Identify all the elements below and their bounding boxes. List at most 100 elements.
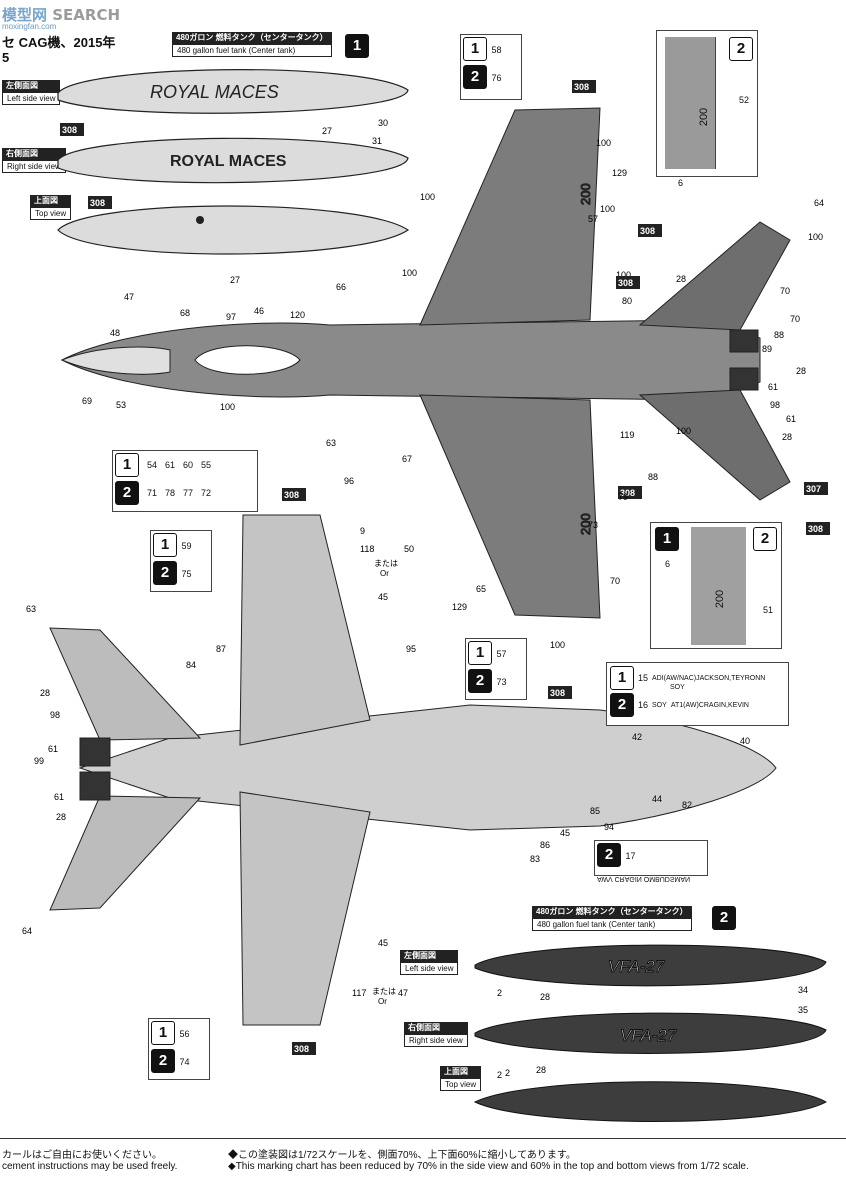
footer-left-en: cement instructions may be used freely. [2,1161,178,1172]
top-engine-nozzle-lower [729,367,759,391]
top-view-callout: 28 [676,274,686,284]
variant-1-marker: 1 [468,641,492,665]
tank1-right-marking: ROYAL MACES [170,153,287,170]
tank2-drawings: VFA-27 VFA-27 [473,944,828,1122]
watermark-url: moxingfan.com [2,22,57,31]
tank2-left-shape [474,944,827,987]
footer-right: ◆この塗装図は1/72スケールを、側面70%、上下面60%に縮小してあります。 … [228,1146,749,1172]
variant-2-marker: 2 [151,1049,175,1073]
top-view-callout: 67 [402,454,412,464]
inset-wing-marker-2: 2 [753,527,777,551]
variant-1-marker: 1 [463,37,487,61]
variant-table-cockpit: 1 54 61 60 55 2 71 78 77 72 [112,450,258,512]
top-view-badge-bg [806,522,830,535]
tank2-label-en: 480 gallon fuel tank (Center tank) [532,918,692,931]
bottom-view-callout: 61 [54,792,64,802]
watermark-brand: 模型网 SEARCH [2,4,120,25]
tank2-left-view-label: 左側面図 Left side view [400,950,459,975]
top-lower-stab [638,389,791,501]
variant-number: 56 [179,1029,190,1039]
top-view-callout: 129 [452,602,467,612]
top-view-callout: 70 [780,286,790,296]
names-marker-1: 1 [610,666,634,690]
footer-rule [0,1138,846,1139]
tank1-top-jp: 上面図 [30,195,72,207]
variant-1-marker: 1 [115,453,139,477]
top-view-callout: 100 [402,268,417,278]
bottom-view-callout: 28 [56,812,66,822]
inset-wing-marker-1: 1 [655,527,679,551]
tank1-callout: 308 [90,198,105,208]
callouts-layer: 3083083083027312722834235282587630861291… [22,44,830,1080]
tank1-left-jp: 左側面図 [2,80,61,92]
top-view-badge-bg [804,482,828,495]
bottom-view-callout: 63 [26,604,36,614]
bottom-view-callout: 84 [186,660,196,670]
top-view-callout: 129 [612,168,627,178]
bottom-view-callout: 118 [360,544,374,554]
variant-number: 76 [491,73,502,83]
top-view-callout: 65 [476,584,486,594]
top-view-callout: 119 [620,430,634,440]
bottom-view-callout: 98 [50,710,60,720]
names-callout-2: 16 [638,700,649,710]
bottom-view-callout: 47 [398,988,408,998]
variant-number: 59 [181,541,192,551]
tank1-left-marking: ROYAL MACES [150,82,279,102]
tank1-right-jp: 右側面図 [2,148,66,160]
top-view-badge-bg [572,80,596,93]
top-lower-wing [419,394,601,619]
bottom-view-callout: 87 [216,644,226,654]
tank2-left-marking: VFA-27 [608,957,665,976]
bottom-view-callout: 28 [40,688,50,698]
tank2-left-en: Left side view [400,962,459,975]
names-row1-line2: SOY [670,684,685,691]
top-view-callout: 88 [774,330,784,340]
variant-number: 71 [147,488,158,498]
variant-2-marker: 2 [468,669,492,693]
inset-tail-detail: 2 52 200 [656,30,758,177]
mirror-tag-text: AWV CRAGIN OMBUDSMAN [597,875,691,882]
footer-right-en: ◆This marking chart has been reduced by … [228,1161,749,1172]
variant-number: 60 [183,460,194,470]
tank1-header: 480ガロン 燃料タンク（センタータンク） 480 gallon fuel ta… [172,32,332,57]
top-view-callout: 61 [786,414,796,424]
top-view-callout: 80 [622,296,632,306]
top-modex-lower: 200 [578,513,593,535]
footer-right-jp: ◆この塗装図は1/72スケールを、側面70%、上下面60%に縮小してあります。 [228,1150,576,1161]
variant-number: 57 [496,649,507,659]
tank1-badge-bg [60,123,84,136]
variant-number: 72 [201,488,212,498]
names-row1-line1: ADI(AW/NAC)JACKSON,TEYRONN [652,674,766,682]
top-view-callout: 120 [290,310,305,320]
variant-table-tail-top: 1 58 2 76 [460,34,522,100]
inset-tail-number: 200 [698,107,711,127]
inset-tail-callout: 52 [738,95,749,105]
top-view-callout: 100 [596,138,611,148]
top-view-callout: 100 [808,232,823,242]
top-view-callout: 46 [254,306,264,316]
top-view-callout: 100 [420,192,435,202]
bottom-view-badge-bg [282,488,306,501]
bottom-view-callout: 83 [530,854,540,864]
tank2-header: 480ガロン 燃料タンク（センタータンク） 480 gallon fuel ta… [532,906,692,931]
variant-number: 55 [201,460,212,470]
variant-1-badge: 1 [345,34,369,58]
mirror-tag-callout: 17 [625,851,636,861]
bottom-view-callout: 94 [604,822,614,832]
tank1-right-shape [57,137,409,184]
top-view-callout: 63 [326,438,336,448]
tank1-left-view-label: 左側面図 Left side view [2,80,61,105]
variant-1-marker: 1 [153,533,177,557]
top-view-callout: 100 [550,640,565,650]
bottom-view-callout: 50 [404,544,414,554]
top-view-callout: 307 [806,484,821,494]
page-number: 5 [2,50,10,65]
variant-2-marker: 2 [153,561,177,585]
tank2-top-view-label: 上面図 Top view [440,1066,482,1091]
names-callout-1: 15 [638,673,649,683]
inset-wing-detail: 1 2 6 51 200 [650,522,782,649]
top-view-callout: 73 [588,520,598,530]
variant-number: 58 [491,45,502,55]
